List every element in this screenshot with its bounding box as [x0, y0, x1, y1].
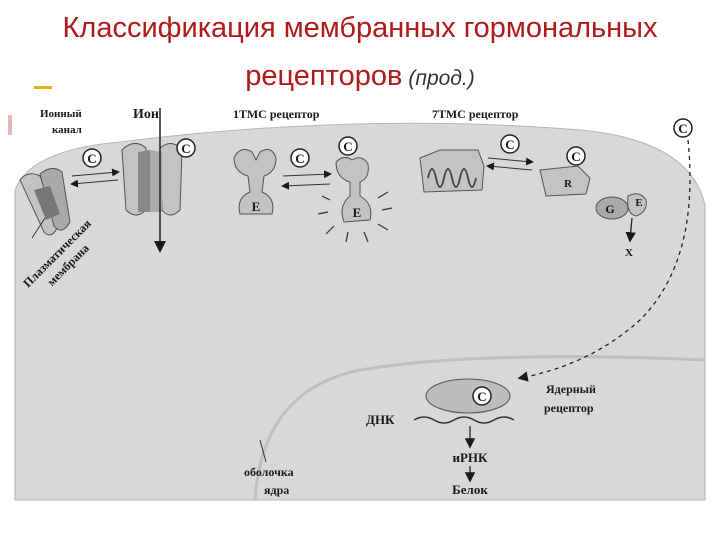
title-suffix: (прод.): [408, 67, 475, 90]
receptor-letter: R: [564, 178, 573, 190]
ion-channel-open: [121, 143, 183, 216]
activation-rays: [317, 191, 393, 243]
tms1-receptor-inactive: E: [233, 149, 277, 215]
hormone-letter: C: [181, 141, 190, 156]
exchange-arrow-3: [487, 157, 534, 166]
nuclear-receptor-label-line-1: Ядерный: [546, 382, 596, 396]
title-word: рецепторов: [245, 60, 403, 92]
nuclear-receptor-label-line-2: рецептор: [544, 401, 594, 415]
hormone-letter: C: [343, 139, 352, 154]
cell-body: [14, 122, 706, 501]
tms7-receptor-active: C R G E X: [539, 146, 647, 259]
hormone-icon: [176, 138, 196, 158]
nuclear-receptor-shape: [425, 378, 511, 414]
hormone-icon: [82, 148, 102, 168]
hormone-diffusion-arrow: [517, 139, 691, 382]
ion-label: Ион: [133, 107, 159, 122]
second-messenger-arrow: [625, 217, 636, 243]
effector-letter: E: [353, 205, 362, 220]
edge-mark: [8, 115, 12, 135]
hormone-letter: C: [678, 121, 687, 136]
tms7-label: 7ТМС рецептор: [432, 107, 519, 121]
hormone-icon: [290, 148, 310, 168]
effector-letter: E: [252, 199, 261, 214]
effector-letter: E: [635, 197, 642, 209]
hormone-icon: [500, 134, 520, 154]
exchange-arrow-1b: [70, 179, 119, 188]
effector-shape: [627, 193, 647, 217]
page-title-line-1: Классификация мембранных гормональных: [62, 12, 658, 44]
hormone-icon: [673, 118, 693, 138]
nuclear-envelope-line: [253, 355, 706, 501]
exchange-arrow-2: [282, 170, 332, 179]
ion-channel-label-line-1: Ионный: [40, 108, 82, 120]
tms1-label: 1ТМС рецептор: [233, 107, 320, 121]
membrane-pointer: [31, 217, 46, 239]
ion-channel-label-line-2: канал: [52, 124, 82, 136]
hormone-letter: C: [505, 137, 514, 152]
dna-strand: [413, 416, 515, 424]
ion-channel-closed: [19, 168, 71, 236]
hormone-icon: [566, 146, 586, 166]
tms7-receptor-inactive: [419, 149, 485, 193]
hormone-icon: [338, 136, 358, 156]
protein-label: Белок: [452, 482, 488, 497]
left-marker: [34, 86, 52, 89]
mrna-label: иРНК: [453, 450, 489, 465]
envelope-label-line-1: оболочка: [244, 465, 294, 479]
hormone-letter: C: [571, 149, 580, 164]
tms1-receptor-active: C E: [317, 136, 393, 243]
exchange-arrow-2b: [281, 181, 331, 190]
x-label: X: [625, 247, 633, 259]
envelope-pointer: [259, 439, 267, 463]
exchange-arrow-1: [71, 168, 120, 177]
hormone-letter: C: [295, 151, 304, 166]
g-protein-letter: G: [605, 202, 614, 216]
hormone-letter: C: [477, 389, 486, 404]
envelope-label-line-2: ядра: [264, 483, 289, 497]
hormone-letter: C: [87, 151, 96, 166]
page-title-line-2: рецепторов(прод.): [0, 60, 720, 93]
exchange-arrow-3b: [486, 162, 533, 171]
hormone-icon: [472, 386, 492, 406]
dna-label: ДНК: [366, 412, 395, 427]
